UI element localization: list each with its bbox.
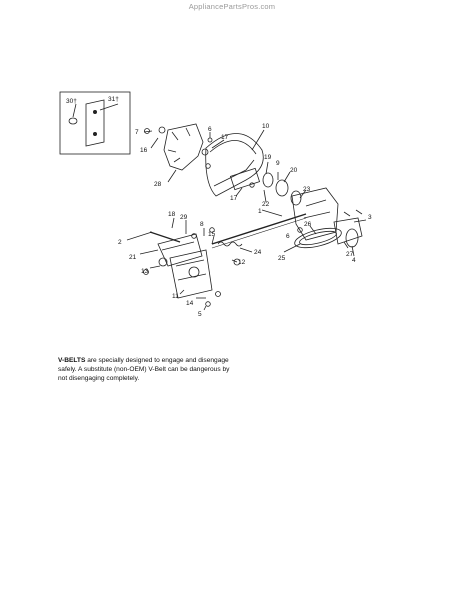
callout-2: 2 — [118, 239, 122, 246]
callout-6-top: 6 — [208, 126, 212, 133]
callout-8: 8 — [200, 221, 204, 228]
inset-plate — [85, 99, 105, 147]
callout-4: 4 — [352, 257, 356, 264]
tine-blade — [163, 123, 204, 171]
hub — [229, 167, 261, 191]
watermark: AppliancePartsPros.com — [188, 2, 276, 11]
callout-25: 25 — [278, 255, 286, 262]
callout-27: 27 — [346, 251, 354, 258]
callout-11: 11 — [172, 293, 179, 300]
callout-20: 20 — [290, 167, 298, 174]
callout-10: 10 — [262, 123, 270, 130]
callout-19: 19 — [264, 154, 272, 161]
v-belt — [294, 227, 342, 249]
bearing — [275, 179, 289, 197]
callout-12: 12 — [238, 259, 246, 266]
callout-22: 22 — [262, 201, 270, 208]
idler-bracket — [157, 233, 203, 267]
callout-16: 16 — [140, 147, 148, 154]
callout-13: 13 — [141, 268, 149, 275]
callout-21: 21 — [129, 254, 137, 261]
callout-18: 18 — [168, 211, 176, 218]
callout-17-lower: 17 — [230, 195, 238, 202]
note-text: are specially designed to engage and dis… — [58, 357, 230, 383]
pulley-bracket — [333, 217, 363, 245]
note-bold: V-BELTS — [58, 357, 86, 364]
callout-9: 9 — [276, 160, 280, 167]
callout-26: 26 — [304, 221, 312, 228]
inset-box — [59, 91, 131, 155]
v-belt-note: V-BELTS are specially designed to engage… — [58, 356, 238, 384]
tine-shield — [205, 133, 264, 197]
callout-17-top: 17 — [221, 134, 229, 141]
callout-1: 1 — [258, 208, 262, 215]
spring — [217, 241, 243, 247]
callout-23: 23 — [303, 186, 311, 193]
callout-7: 7 — [135, 129, 139, 136]
callout-15: 15 — [208, 231, 216, 238]
callout-14: 14 — [186, 300, 194, 307]
shaft — [211, 213, 307, 245]
callout-29: 29 — [180, 214, 188, 221]
callout-5: 5 — [198, 311, 202, 318]
callout-24: 24 — [254, 249, 262, 256]
callout-31: 31† — [108, 96, 119, 103]
callout-6-right: 6 — [286, 233, 290, 240]
inset-washer — [68, 117, 78, 125]
callout-28: 28 — [154, 181, 162, 188]
callout-30: 30† — [66, 98, 77, 105]
gear-case — [169, 249, 213, 299]
callout-3: 3 — [368, 214, 372, 221]
